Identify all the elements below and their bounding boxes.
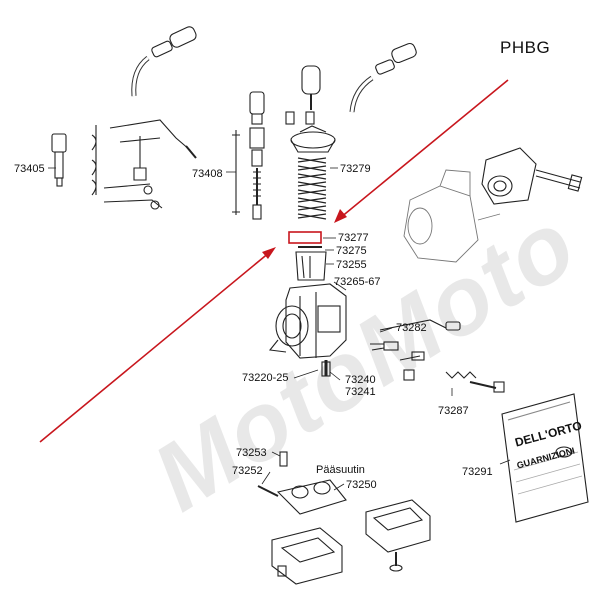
label-73405: 73405 — [14, 163, 45, 175]
label-73250: 73250 — [346, 479, 377, 491]
idle-screw-drawing — [370, 319, 461, 381]
arrow-upper-head — [334, 209, 347, 223]
label-73287: 73287 — [438, 405, 469, 417]
red-arrows — [39, 79, 509, 443]
label-paasuutin: Pääsuutin — [316, 464, 365, 476]
label-73279: 73279 — [340, 163, 371, 175]
cable-adjuster-left-drawing — [131, 26, 197, 97]
choke-lever-drawing — [51, 119, 197, 210]
label-73282: 73282 — [396, 322, 427, 334]
label-73255: 73255 — [336, 259, 367, 271]
throttle-slide-drawing — [295, 246, 327, 281]
label-73408: 73408 — [192, 168, 223, 180]
cable-adjuster-right-drawing — [349, 42, 417, 113]
arrow-lower-line — [39, 251, 271, 443]
intake-manifold-drawing — [481, 147, 583, 205]
highlight-box-73277 — [288, 231, 322, 244]
main-jet-drawing — [321, 361, 331, 377]
ghost-carburetor-drawing — [403, 169, 501, 263]
carburetor-body-drawing — [268, 283, 347, 376]
label-73291: 73291 — [462, 466, 493, 478]
label-73240: 73240 — [345, 374, 376, 386]
diagram-title: PHBG — [500, 38, 551, 57]
float-chamber-drawing — [257, 451, 431, 585]
label-73253: 73253 — [236, 447, 267, 459]
label-73275: 73275 — [336, 245, 367, 257]
needle-parts-drawing — [232, 91, 265, 220]
label-73252: 73252 — [232, 465, 263, 477]
arrow-lower-head — [262, 247, 276, 259]
arrow-upper-line — [339, 79, 509, 219]
label-73241: 73241 — [345, 386, 376, 398]
air-screw-drawing — [445, 371, 505, 393]
leader-lines — [48, 167, 511, 491]
label-73220-25: 73220-25 — [242, 372, 289, 384]
gasket-packet-drawing — [501, 393, 589, 523]
label-73277: 73277 — [338, 232, 369, 244]
label-73265-67: 73265-67 — [334, 276, 381, 288]
cap-and-spring-drawing — [285, 65, 336, 220]
